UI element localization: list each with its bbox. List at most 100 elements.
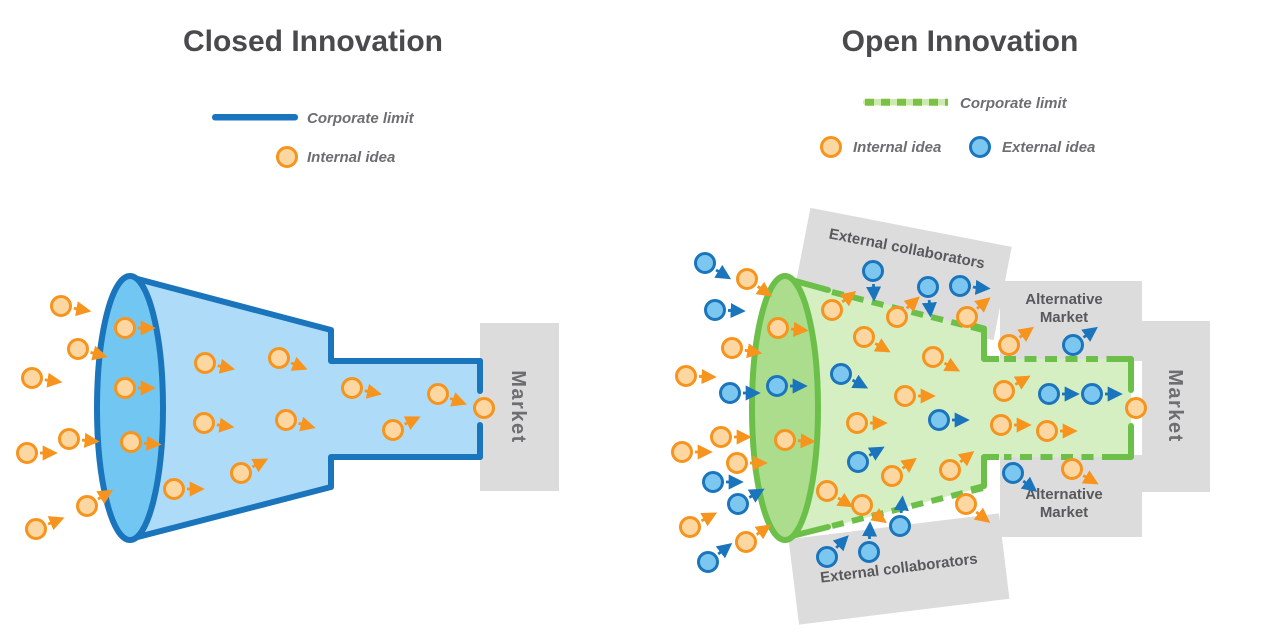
internal-idea-dot — [427, 383, 467, 407]
idea-arrow-orange — [251, 458, 269, 473]
alternative-market-bottom-label: Alternative Market — [1025, 486, 1103, 521]
idea-arrow-orange — [943, 357, 961, 372]
open-legend: Corporate limit Internal idea External i… — [820, 95, 1095, 158]
external-idea-dot — [719, 382, 761, 404]
open-legend-external-idea-label: External idea — [1002, 139, 1095, 156]
idea-arrow-orange — [143, 435, 162, 451]
internal-idea-dot — [1061, 458, 1099, 485]
idea-arrow-blue — [921, 299, 937, 318]
internal-idea-dot — [990, 414, 1032, 436]
external-idea-dot — [847, 446, 885, 473]
external-idea-dot — [727, 488, 765, 515]
idea-arrow-orange — [900, 457, 917, 473]
internal-idea-dot — [194, 352, 236, 374]
svg-text:Alternative: Alternative — [1025, 486, 1103, 503]
internal-idea-dot — [679, 512, 718, 538]
internal-idea-dot — [58, 428, 100, 450]
idea-arrow-orange — [47, 516, 65, 531]
closed-funnel-body — [130, 277, 480, 539]
internal-idea-dot — [76, 489, 114, 517]
idea-arrow-orange — [797, 433, 816, 449]
idea-arrow-orange — [744, 343, 763, 359]
internal-idea-dot — [939, 451, 975, 481]
external-idea-dot — [917, 276, 939, 318]
external-idea-dot — [949, 275, 991, 297]
corporate-limit-line-swatch — [212, 114, 298, 121]
external-idea-dot — [830, 363, 869, 389]
idea-arrow-orange — [73, 301, 92, 317]
closed-funnel — [94, 273, 483, 543]
internal-idea-dot — [922, 346, 961, 372]
closed-idea-dots — [16, 295, 495, 540]
idea-arrow-orange — [1081, 470, 1099, 485]
idea-arrow-orange — [44, 372, 63, 388]
closed-legend-corporate-limit-label: Corporate limit — [307, 110, 415, 127]
internal-idea-dot — [230, 458, 269, 484]
external-idea-dot — [816, 535, 849, 568]
internal-idea-dot — [726, 452, 768, 474]
internal-idea-dot — [774, 429, 816, 451]
open-legend-corporate-limit-label: Corporate limit — [960, 95, 1068, 112]
internal-idea-dot — [473, 397, 495, 419]
idea-arrow-orange — [216, 417, 235, 433]
internal-idea-dot — [851, 494, 887, 524]
svg-text:Alternative: Alternative — [1025, 291, 1103, 308]
open-funnel-mouth — [749, 273, 821, 543]
idea-arrow-blue — [747, 488, 765, 503]
internal-idea-dot — [1125, 397, 1147, 419]
idea-arrow-blue — [1020, 476, 1038, 492]
external-idea-dot — [704, 299, 746, 321]
external-idea-dot — [702, 471, 744, 493]
closed-legend-internal-idea-label: Internal idea — [307, 149, 395, 166]
internal-idea-dot — [114, 317, 156, 339]
idea-arrow-orange — [973, 507, 991, 523]
internal-idea-dot — [993, 375, 1031, 402]
idea-arrow-orange — [364, 383, 383, 399]
idea-arrow-blue — [1081, 326, 1098, 342]
open-market-box — [1142, 321, 1210, 492]
idea-arrow-orange — [90, 345, 108, 361]
internal-idea-dot — [382, 416, 421, 441]
internal-idea-swatch — [820, 136, 842, 158]
internal-idea-dot — [886, 296, 920, 328]
closed-title: Closed Innovation — [183, 25, 443, 58]
idea-arrow-orange — [957, 451, 975, 467]
internal-idea-dot — [736, 268, 773, 297]
external-idea-dot — [862, 260, 884, 302]
internal-idea-dot — [341, 377, 383, 399]
open-market-label: Market — [1164, 369, 1186, 442]
open-legend-internal-idea-label: Internal idea — [853, 139, 941, 156]
internal-idea-dot — [163, 478, 205, 500]
internal-idea-dot — [955, 493, 991, 523]
idea-arrow-orange — [836, 492, 854, 508]
external-idea-dot — [766, 375, 808, 397]
open-idea-dots — [671, 252, 1147, 573]
internal-idea-dot — [675, 365, 717, 387]
closed-legend: Corporate limit Internal idea — [212, 110, 415, 168]
open-title: Open Innovation — [842, 25, 1079, 58]
idea-arrow-orange — [903, 296, 920, 313]
idea-arrow-orange — [873, 338, 891, 353]
idea-arrow-orange — [790, 321, 809, 337]
idea-arrow-orange — [700, 512, 718, 527]
external-idea-dot — [1002, 462, 1038, 492]
idea-arrow-blue — [867, 446, 885, 461]
internal-idea-dot — [767, 317, 809, 339]
internal-idea-dot — [50, 295, 92, 317]
idea-arrow-blue — [832, 535, 849, 552]
internal-idea-dot — [735, 524, 772, 553]
open-innovation-panel: Open Innovation Corporate limit Internal… — [671, 25, 1210, 625]
internal-idea-dot — [894, 385, 936, 407]
internal-idea-dot — [268, 347, 308, 371]
idea-arrow-blue — [715, 543, 733, 559]
external-idea-dot — [889, 495, 911, 537]
external-idea-dot — [694, 252, 732, 280]
idea-arrow-orange — [1017, 326, 1034, 342]
idea-arrow-orange — [839, 291, 857, 307]
closed-corporate-limit-outline — [127, 274, 483, 542]
internal-idea-dot — [21, 367, 63, 389]
external-idea-dot — [1081, 383, 1123, 405]
svg-text:Market: Market — [1040, 309, 1088, 326]
internal-idea-dot — [671, 441, 713, 463]
